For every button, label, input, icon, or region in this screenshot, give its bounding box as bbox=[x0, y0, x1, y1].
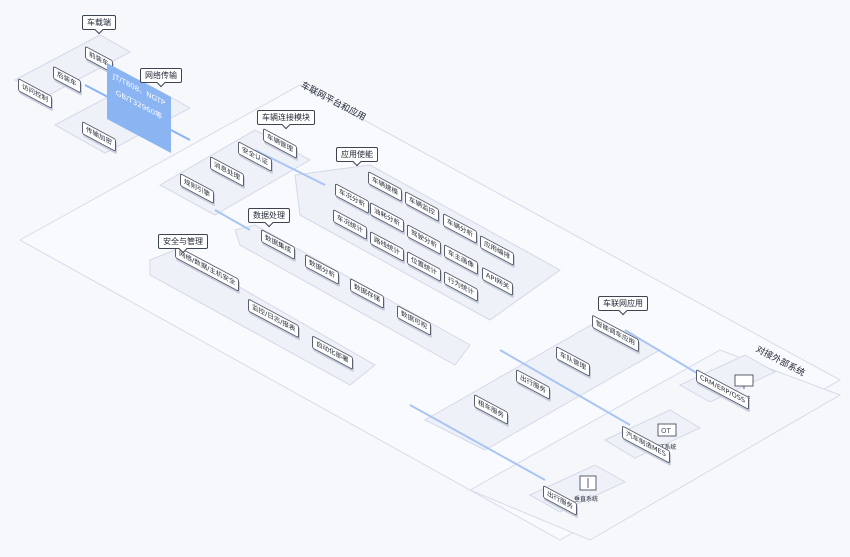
svg-text:OT: OT bbox=[661, 427, 672, 435]
vertical-system-label: 垂直系统 bbox=[574, 496, 599, 503]
conn-module-tag: 车辆连接模块 bbox=[257, 110, 315, 125]
it-plate bbox=[678, 354, 777, 403]
network-tag: 网络传输 bbox=[140, 68, 182, 83]
ot-icon: OT bbox=[657, 423, 677, 437]
platform-outline bbox=[18, 84, 842, 541]
data-plate bbox=[234, 224, 471, 366]
iov-app-tag: 车联网应用 bbox=[598, 296, 648, 311]
app-enable-tag: 应用使能 bbox=[336, 147, 378, 162]
data-proc-tag: 数据处理 bbox=[248, 208, 290, 223]
ot-system-label: OT系统 bbox=[656, 444, 677, 451]
security-tag: 安全与管理 bbox=[158, 234, 208, 249]
vertical-icon bbox=[579, 475, 597, 491]
ot-plate bbox=[603, 409, 702, 459]
monitor-icon bbox=[734, 374, 754, 389]
flow-arrow bbox=[499, 349, 631, 426]
flow-arrow bbox=[409, 404, 546, 481]
flow-arrow bbox=[214, 209, 251, 231]
vehicle-end-tag: 车载端 bbox=[82, 15, 116, 30]
flow-arrow bbox=[624, 329, 701, 376]
